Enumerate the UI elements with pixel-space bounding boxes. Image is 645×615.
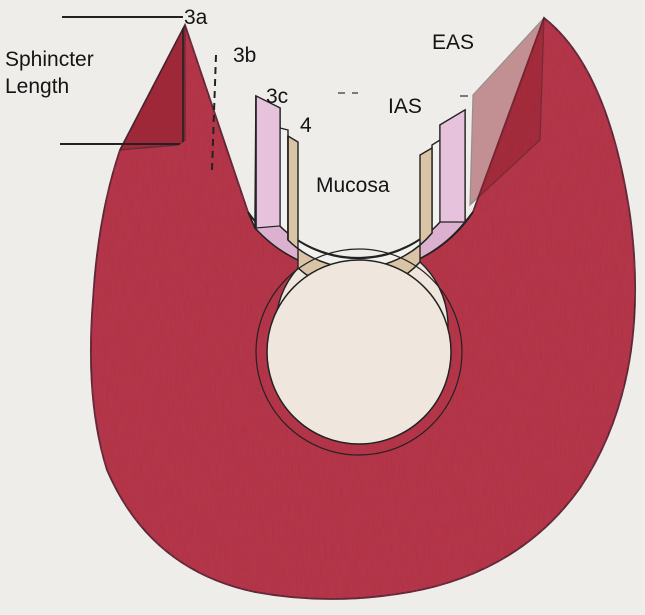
eas-cut-face-left — [118, 24, 186, 151]
submucosa-gap — [279, 127, 441, 269]
grade-3a-label: 3a — [184, 6, 208, 29]
grade-4-label: 4 — [300, 114, 312, 137]
eas-cut-face-right — [469, 16, 545, 207]
grade-3c-label: 3c — [266, 85, 289, 108]
ias-cut-face-left — [255, 95, 281, 229]
ias-cut-face-right — [439, 108, 466, 223]
mucosa-label: Mucosa — [316, 174, 390, 197]
eas-label: EAS — [432, 31, 475, 54]
lumen-outline — [266, 259, 452, 445]
grade-3b-label: 3b — [233, 44, 257, 67]
ias-label: IAS — [388, 95, 422, 118]
sphincter-length-label: Sphincter Length — [5, 46, 94, 100]
sphincter-label-line1: Sphincter — [5, 48, 94, 71]
mucosa-outline — [255, 248, 463, 456]
sphincter-label-line2: Length — [5, 75, 70, 98]
